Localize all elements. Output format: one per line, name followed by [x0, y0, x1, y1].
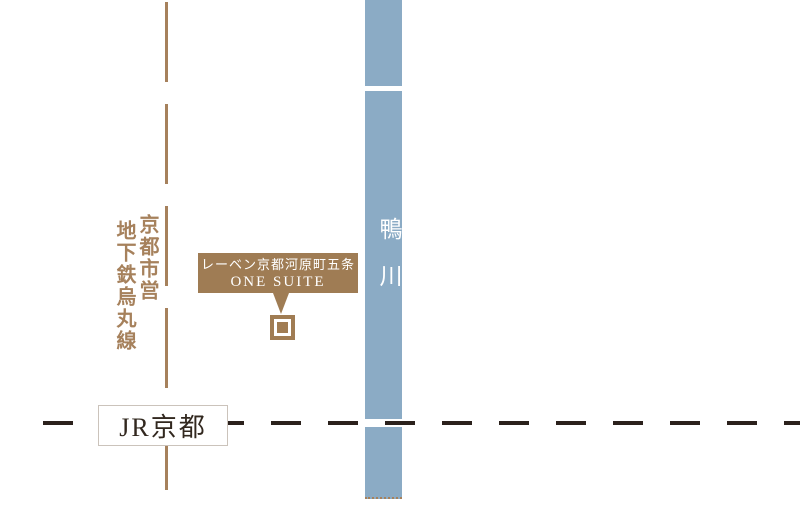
- subway-label-col-right: 京都市営: [136, 214, 158, 302]
- property-callout-pointer: [273, 293, 289, 314]
- property-name-english: ONE SUITE: [230, 273, 326, 290]
- jr-kyoto-station-box: JR京都: [98, 405, 228, 446]
- subway-label-col-left: 地下鉄烏丸線: [113, 220, 135, 352]
- kamo-river-band: [365, 0, 402, 499]
- subway-line-label: 京都市営 地下鉄烏丸線: [112, 214, 158, 352]
- jr-kyoto-station-label: JR京都: [119, 413, 207, 442]
- property-location-marker-inner: [277, 322, 288, 333]
- property-name-japanese: レーベン京都河原町五条: [200, 256, 355, 272]
- kamo-river-label: 鴨川: [376, 217, 401, 311]
- river-bridge-gap-jr-crossing: [365, 419, 402, 427]
- property-location-marker: [270, 315, 295, 340]
- property-label-box: レーベン京都河原町五条 ONE SUITE: [198, 253, 358, 293]
- river-bottom-dotted-edge: [365, 497, 402, 499]
- river-bridge-gap-upper: [365, 86, 402, 91]
